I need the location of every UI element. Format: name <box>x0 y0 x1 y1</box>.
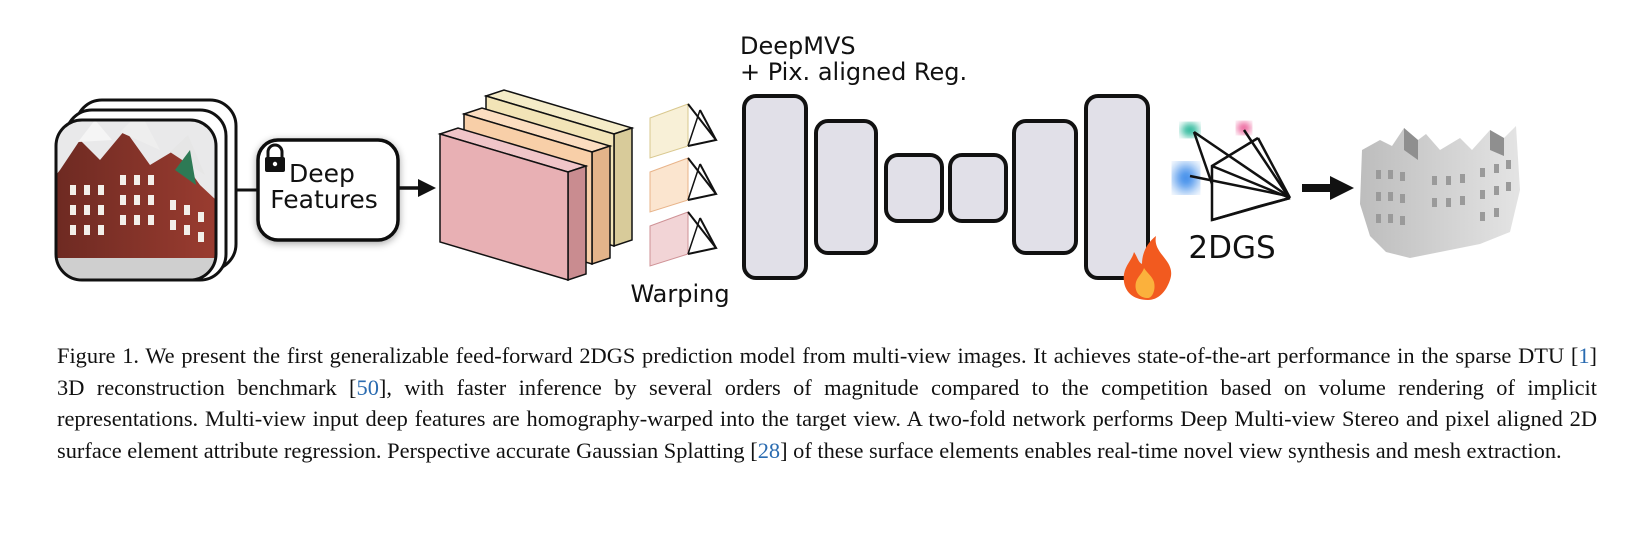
deep-features-label-line2: Features <box>270 185 378 214</box>
arrow-right-1 <box>398 179 436 197</box>
lock-icon <box>265 143 285 172</box>
deepmvs-title: DeepMVS <box>740 32 856 60</box>
arrow-right-2 <box>1302 176 1354 200</box>
figure-caption: Figure 1. We present the first generaliz… <box>57 340 1597 466</box>
unet-block-encoder-2 <box>814 119 878 255</box>
caption-text-4: ] of these surface elements enables real… <box>780 437 1562 463</box>
pipeline-diagram: Deep Features <box>54 32 1520 308</box>
deepmvs-subtitle: + Pix. aligned Reg. <box>740 58 967 86</box>
warp-frustum-orange <box>649 157 718 213</box>
deep-features-box: Deep Features <box>256 138 400 242</box>
fire-icon <box>1123 236 1172 300</box>
citation-link-50[interactable]: 50 <box>356 374 379 400</box>
warping-frustums: Warping <box>630 103 730 308</box>
caption-text-1: We present the first generalizable feed-… <box>139 343 1579 368</box>
feature-volume-pink <box>437 127 589 282</box>
unet-block-decoder-2 <box>1084 94 1150 280</box>
caption-prefix: Figure 1. <box>57 343 139 368</box>
warp-frustum-yellow <box>649 103 718 159</box>
unet-block-bottleneck-2 <box>948 153 1008 223</box>
unet-block-decoder-1 <box>1012 119 1078 255</box>
output-mesh <box>1360 126 1520 258</box>
splat-blue <box>1174 164 1198 192</box>
feature-volumes <box>437 89 635 282</box>
unet-block-bottleneck-1 <box>884 153 944 223</box>
unet-block-encoder-1 <box>742 94 808 280</box>
citation-link-28[interactable]: 28 <box>757 437 781 463</box>
2dgs-label: 2DGS <box>1188 230 1275 266</box>
splat-camera-frustum <box>1189 129 1292 222</box>
warp-frustum-pink <box>649 211 718 267</box>
deep-features-label-line1: Deep <box>289 159 355 188</box>
caption-text-3: ], with faster inference by several orde… <box>57 374 1597 463</box>
caption-text-2: ] 3D reconstruction benchmark [ <box>57 343 1597 400</box>
citation-link-1[interactable]: 1 <box>1578 343 1590 368</box>
deepmvs-network: DeepMVS + Pix. aligned Reg. <box>740 32 1172 300</box>
2dgs-splatting: 2DGS <box>1174 122 1292 266</box>
input-images-stack <box>54 98 238 282</box>
input-image-building <box>54 118 218 282</box>
warping-label: Warping <box>630 280 729 308</box>
splat-pink <box>1237 122 1251 134</box>
